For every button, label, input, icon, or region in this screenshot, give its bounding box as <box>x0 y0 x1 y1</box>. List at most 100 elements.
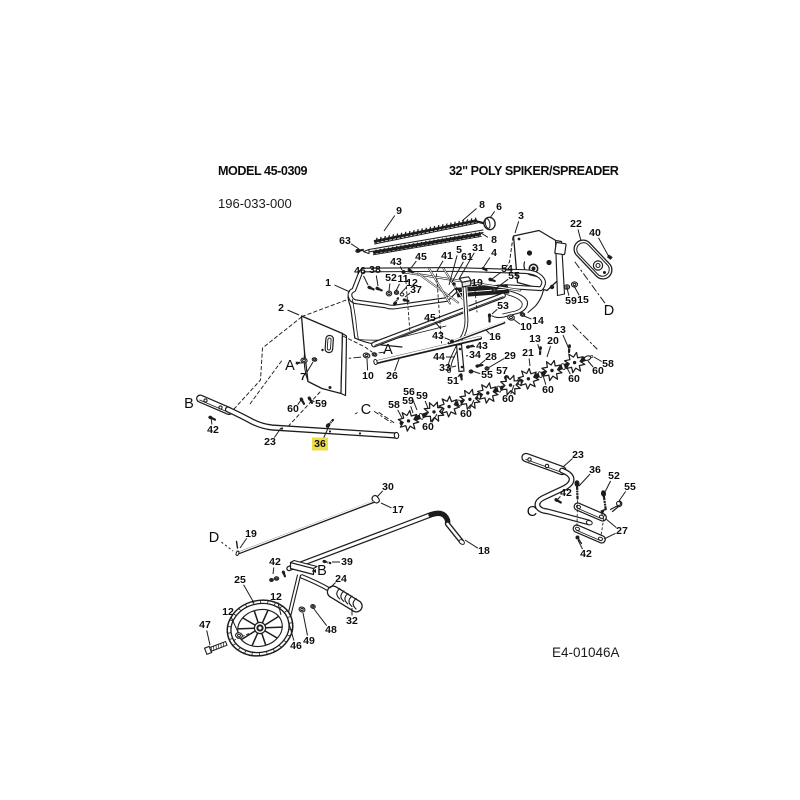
part-label-26: 26 <box>386 370 398 382</box>
part-label-45: 45 <box>415 251 427 263</box>
part-label-43: 43 <box>390 256 402 268</box>
part-label-55: 55 <box>508 270 520 282</box>
part-label-2: 2 <box>278 302 284 314</box>
leader-line <box>478 359 486 366</box>
leader-line <box>380 502 392 509</box>
leader-line <box>504 376 507 382</box>
part-label-12: 12 <box>222 606 234 618</box>
leader-line <box>436 260 444 272</box>
leader-line <box>471 370 481 375</box>
part-label-32: 32 <box>346 615 358 627</box>
leader-line <box>399 266 403 271</box>
part-label-29: 29 <box>504 350 516 362</box>
part-label-1: 1 <box>325 277 331 289</box>
leader-line <box>451 261 464 283</box>
part-label-48: 48 <box>325 624 337 636</box>
leader-line <box>461 208 477 222</box>
leader-line <box>510 384 515 395</box>
part-label-59: 59 <box>402 395 414 407</box>
leader-line <box>230 616 239 633</box>
part-label-43: 43 <box>432 330 444 342</box>
part-label-13: 13 <box>554 324 566 336</box>
part-label-10: 10 <box>520 321 532 333</box>
leader-line <box>404 292 411 298</box>
model-number: MODEL 45-0309 <box>218 164 308 178</box>
leader-line <box>494 278 509 290</box>
leader-line <box>444 337 451 341</box>
diagram-title: 32" POLY SPIKER/SPREADER <box>449 164 619 178</box>
leader-line <box>487 358 505 369</box>
part-label-20: 20 <box>547 335 559 347</box>
part-label-60: 60 <box>422 421 434 433</box>
leader-line <box>491 308 498 315</box>
part-label-46: 46 <box>354 265 366 277</box>
part-label-25: 25 <box>234 574 246 586</box>
part-label-28: 28 <box>485 351 497 363</box>
leader-line <box>512 318 521 325</box>
leader-line <box>287 619 295 641</box>
part-label-59: 59 <box>565 295 577 307</box>
leader-line <box>410 406 414 414</box>
leader-line <box>603 532 616 540</box>
leader-line <box>528 358 531 367</box>
leader-line <box>485 329 490 334</box>
leader-line <box>329 582 336 589</box>
part-label-59: 59 <box>315 398 327 410</box>
leader-line <box>273 427 282 438</box>
leader-line <box>605 518 617 528</box>
leader-line <box>375 275 379 287</box>
part-label-52: 52 <box>608 470 620 482</box>
part-label-55: 55 <box>481 369 493 381</box>
agitator-bar-assembly <box>355 216 496 256</box>
leader-line <box>469 346 476 348</box>
hopper-assembly <box>347 266 547 374</box>
leader-line <box>243 584 255 604</box>
leader-line <box>491 271 502 280</box>
leader-line <box>514 221 520 234</box>
part-label-46: 46 <box>290 640 302 652</box>
part-label-42: 42 <box>560 487 572 499</box>
part-label-63: 63 <box>339 235 351 247</box>
belt-and-pulley <box>563 239 613 350</box>
part-label-57: 57 <box>496 365 508 377</box>
part-label-34: 34 <box>469 349 481 361</box>
part-label-16: 16 <box>489 331 501 343</box>
leader-line <box>562 334 570 350</box>
part-label-B: B <box>184 396 194 412</box>
lift-tube-detail <box>521 452 623 545</box>
leader-line <box>541 371 547 385</box>
part-label-18: 18 <box>478 545 490 557</box>
right-bracket-plate <box>503 229 567 297</box>
highlighted-label-background <box>312 437 328 451</box>
leader-line <box>400 286 408 294</box>
leader-line <box>557 496 561 500</box>
part-label-33: 33 <box>439 362 451 374</box>
leader-line <box>206 630 211 646</box>
part-label-43: 43 <box>476 340 488 352</box>
part-label-55: 55 <box>624 481 636 493</box>
leader-line <box>464 539 479 549</box>
spike-wheel-axle <box>378 344 594 432</box>
part-label-36: 36 <box>314 438 326 450</box>
part-label-27: 27 <box>616 525 628 537</box>
leader-arrowhead <box>312 569 316 573</box>
part-label-6: 6 <box>496 201 502 213</box>
leader-line <box>482 257 491 269</box>
part-label-51: 51 <box>447 375 459 387</box>
part-label-12: 12 <box>270 591 282 603</box>
leader-line <box>537 344 541 352</box>
leader-line <box>424 400 429 409</box>
leader-line <box>302 612 308 636</box>
handle-and-wheel-assembly <box>203 494 465 657</box>
part-label-58: 58 <box>388 399 400 411</box>
leader-line <box>578 473 591 487</box>
part-label-24: 24 <box>335 573 347 585</box>
part-label-61: 61 <box>461 251 473 263</box>
part-label-44: 44 <box>433 351 445 363</box>
leader-line <box>334 284 351 293</box>
part-number: 196-033-000 <box>218 196 292 211</box>
leader-line <box>376 490 384 498</box>
part-label-56: 56 <box>403 386 415 398</box>
leader-line <box>457 373 461 378</box>
